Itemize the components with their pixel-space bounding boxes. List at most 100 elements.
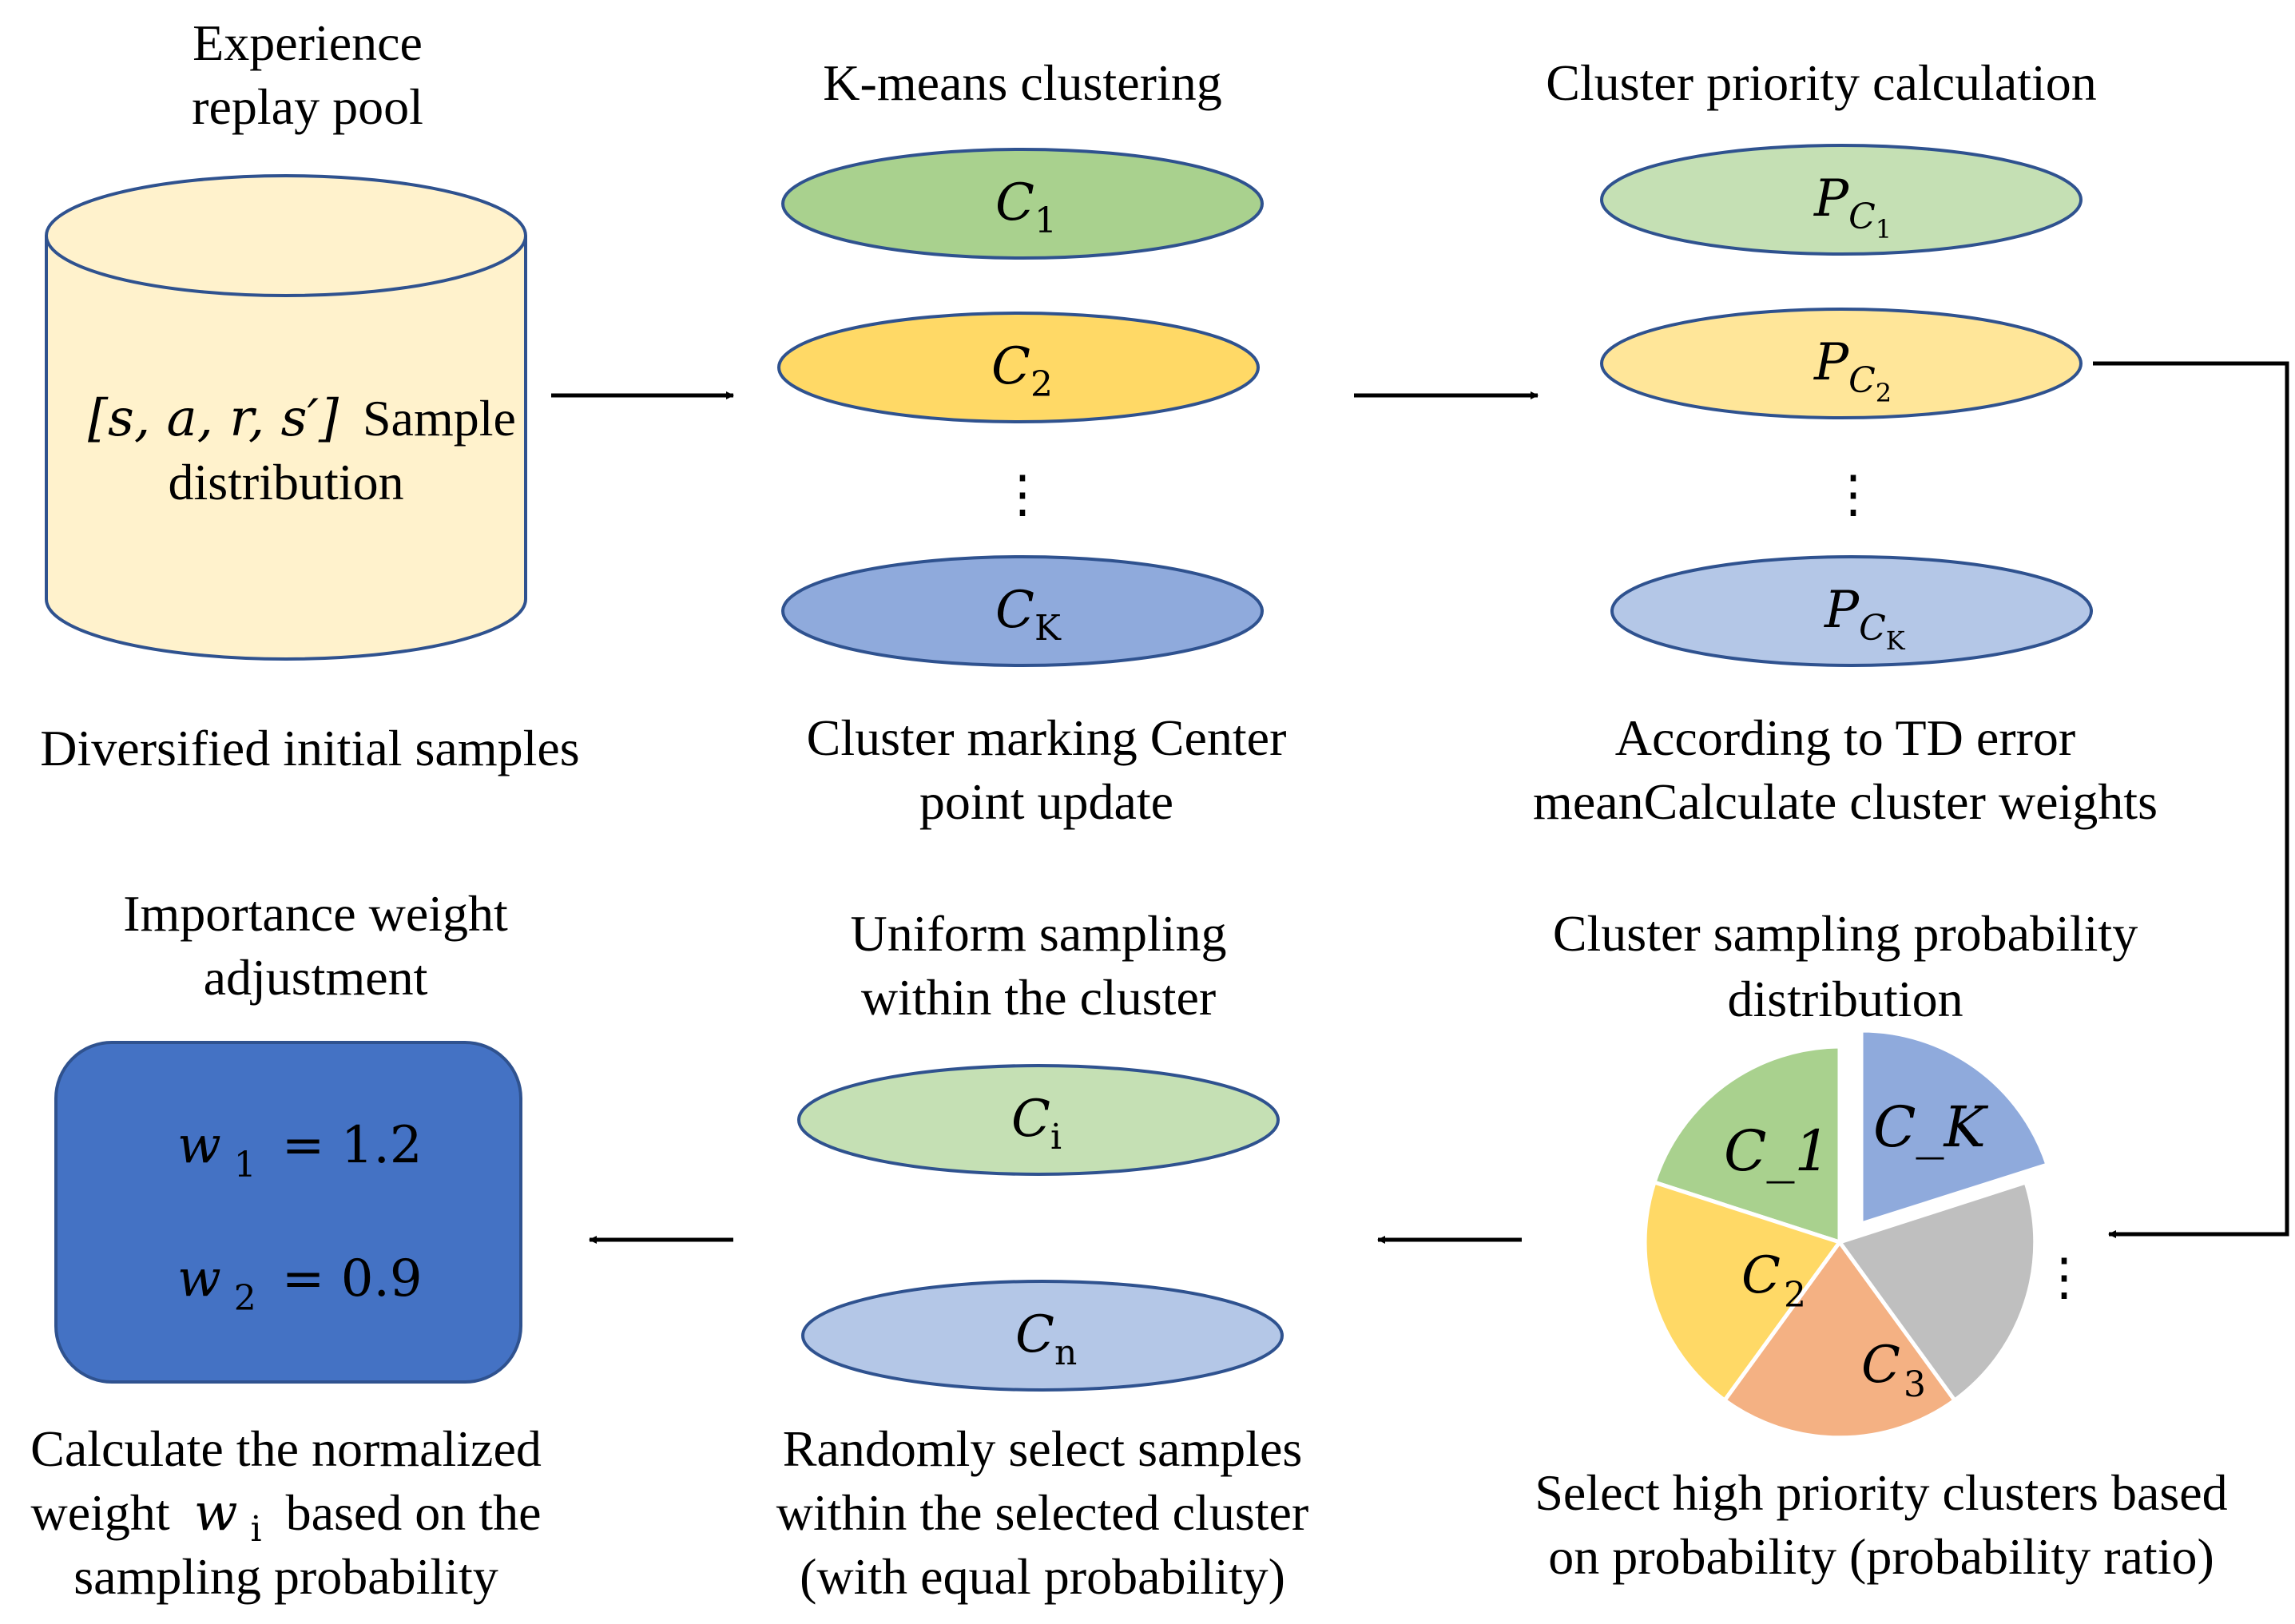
pie-label-c3-sub: 3 [1904, 1364, 1926, 1405]
kmeans-label-2: C2 [991, 337, 1053, 405]
priority-label-subsub: 2 [1876, 378, 1892, 408]
kmeans-label-base: C [991, 337, 1030, 396]
kmeans-label-base: C [995, 581, 1034, 640]
pie-label-ck: C_K [1873, 1094, 1989, 1160]
uniform-caption-line2: within the selected cluster [776, 1484, 1308, 1541]
sampling-caption-line1: Select high priority clusters based [1535, 1464, 2227, 1521]
pie-slice-other [1836, 1179, 2038, 1404]
svg-text:w 2 = 0.9: w 2 = 0.9 [177, 1249, 423, 1321]
pie-slice-ck [1859, 1028, 2051, 1227]
pie-label-c2-base: C [1741, 1246, 1781, 1305]
kmeans-ellipsis: ⋮ [997, 466, 1048, 522]
weights-box [54, 1041, 522, 1384]
cylinder-icon [45, 174, 527, 661]
uniform-title-line1: Uniform sampling [850, 905, 1226, 962]
uniform-label-sub: i [1050, 1117, 1062, 1157]
priority-title: Cluster priority calculation [1546, 54, 2097, 111]
kmeans-label-base: C [995, 173, 1034, 232]
pool-caption: Diversified initial samples [40, 720, 579, 776]
pool-title-line1: Experience [193, 14, 423, 71]
uniform-label-2: Cn [1015, 1305, 1077, 1373]
kmeans-title: K-means clustering [823, 54, 1221, 111]
w1-var: w [177, 1116, 221, 1175]
importance-title-line1: Importance weight [123, 885, 508, 942]
uniform-caption-line3: (with equal probability) [800, 1548, 1285, 1605]
pie-slice-c3 [1721, 1238, 1958, 1440]
svg-text:w 1 = 1.2: w 1 = 1.2 [177, 1116, 423, 1188]
pie-slice-c2 [1642, 1179, 1844, 1404]
priority-label-sub: C [1848, 197, 1876, 237]
uniform-label-1: Ci [1011, 1090, 1062, 1157]
importance-caption-post: based on the [286, 1484, 542, 1541]
kmeans-label-sub: 2 [1030, 364, 1053, 405]
svg-text:C 2: C 2 [1741, 1246, 1806, 1316]
kmeans-ellipse-1 [781, 148, 1264, 260]
w2-sub: 2 [234, 1278, 256, 1319]
sampling-title-line1: Cluster sampling probability [1553, 905, 2138, 962]
panel-replay-pool: Experience replay pool [s, a, r, s′] Sam… [40, 14, 579, 776]
uniform-title-line2: within the cluster [861, 969, 1216, 1026]
w2-var: w [177, 1249, 221, 1308]
pie-label-c3-base: C [1861, 1336, 1900, 1395]
importance-caption-line1: Calculate the normalized [30, 1420, 542, 1477]
panel-sampling: Cluster sampling probability distributio… [1535, 905, 2227, 1585]
uniform-label-base: C [1011, 1090, 1050, 1149]
importance-caption-sub: i [250, 1509, 261, 1550]
sampling-caption-line2: on probability (probability ratio) [1548, 1528, 2214, 1585]
importance-caption-line3: sampling probability [73, 1548, 498, 1605]
kmeans-caption-line1: Cluster marking Center [807, 709, 1287, 766]
priority-ellipse-2 [1600, 308, 2083, 419]
priority-ellipse-3 [1610, 555, 2093, 667]
priority-label-base: P [1824, 581, 1860, 640]
uniform-label-base: C [1015, 1305, 1054, 1364]
cylinder-text-distribution: distribution [168, 454, 403, 510]
priority-ellipse-1 [1600, 144, 2083, 256]
kmeans-label-sub: 1 [1034, 201, 1057, 241]
kmeans-label-3: CK [995, 581, 1062, 649]
priority-label-2: PC2 [1813, 333, 1892, 408]
svg-text:weight w i b: weight w i based on the [31, 1483, 542, 1552]
pool-title-line2: replay pool [192, 78, 423, 135]
panel-uniform: Uniform sampling within the cluster CiCn… [776, 905, 1308, 1605]
kmeans-ellipse-2 [777, 312, 1260, 423]
w1-sub: 1 [234, 1145, 256, 1185]
kmeans-ellipse-3 [781, 555, 1264, 667]
uniform-ellipse-2 [801, 1280, 1284, 1392]
arrow-priority-to-sampling [2093, 361, 2289, 1238]
uniform-ellipse-1 [797, 1064, 1280, 1176]
priority-label-base: P [1813, 169, 1849, 228]
sample-tuple: [s, a, r, s′] [88, 389, 339, 448]
pie-label-c1: C_1 [1724, 1118, 1830, 1184]
kmeans-label-sub: K [1034, 608, 1062, 649]
priority-label-subsub: 1 [1876, 214, 1892, 244]
kmeans-label-1: C1 [995, 173, 1057, 241]
priority-caption-line1: According to TD error [1615, 709, 2075, 766]
priority-caption-line2: meanCalculate cluster weights [1533, 773, 2158, 830]
uniform-label-sub: n [1054, 1332, 1077, 1373]
w2-value: = 0.9 [282, 1249, 423, 1308]
priority-label-sub: C [1859, 608, 1886, 649]
importance-caption-var: w [194, 1483, 238, 1543]
priority-label-base: P [1813, 333, 1849, 392]
priority-label-3: PCK [1824, 581, 1906, 656]
priority-ellipsis: ⋮ [1828, 466, 1879, 522]
cylinder-text-sample: Sample [363, 390, 516, 447]
pie-ellipsis: ⋮ [2039, 1249, 2090, 1305]
w1-value: = 1.2 [282, 1116, 423, 1175]
panel-importance: Importance weight adjustment w 1 = 1.2 w… [30, 885, 542, 1605]
pie-chart [1642, 1028, 2051, 1440]
uniform-caption-line1: Randomly select samples [783, 1420, 1303, 1477]
svg-text:C 3: C 3 [1861, 1336, 1926, 1405]
priority-label-subsub: K [1886, 625, 1906, 656]
importance-caption-weight: weight [31, 1484, 170, 1541]
kmeans-caption-line2: point update [919, 773, 1173, 830]
sampling-title-line2: distribution [1727, 971, 1963, 1027]
priority-label-1: PC1 [1813, 169, 1892, 244]
importance-title-line2: adjustment [204, 949, 428, 1006]
priority-label-sub: C [1848, 360, 1876, 401]
pie-label-c2-sub: 2 [1784, 1275, 1806, 1316]
pie-slice-c1 [1651, 1044, 1842, 1245]
